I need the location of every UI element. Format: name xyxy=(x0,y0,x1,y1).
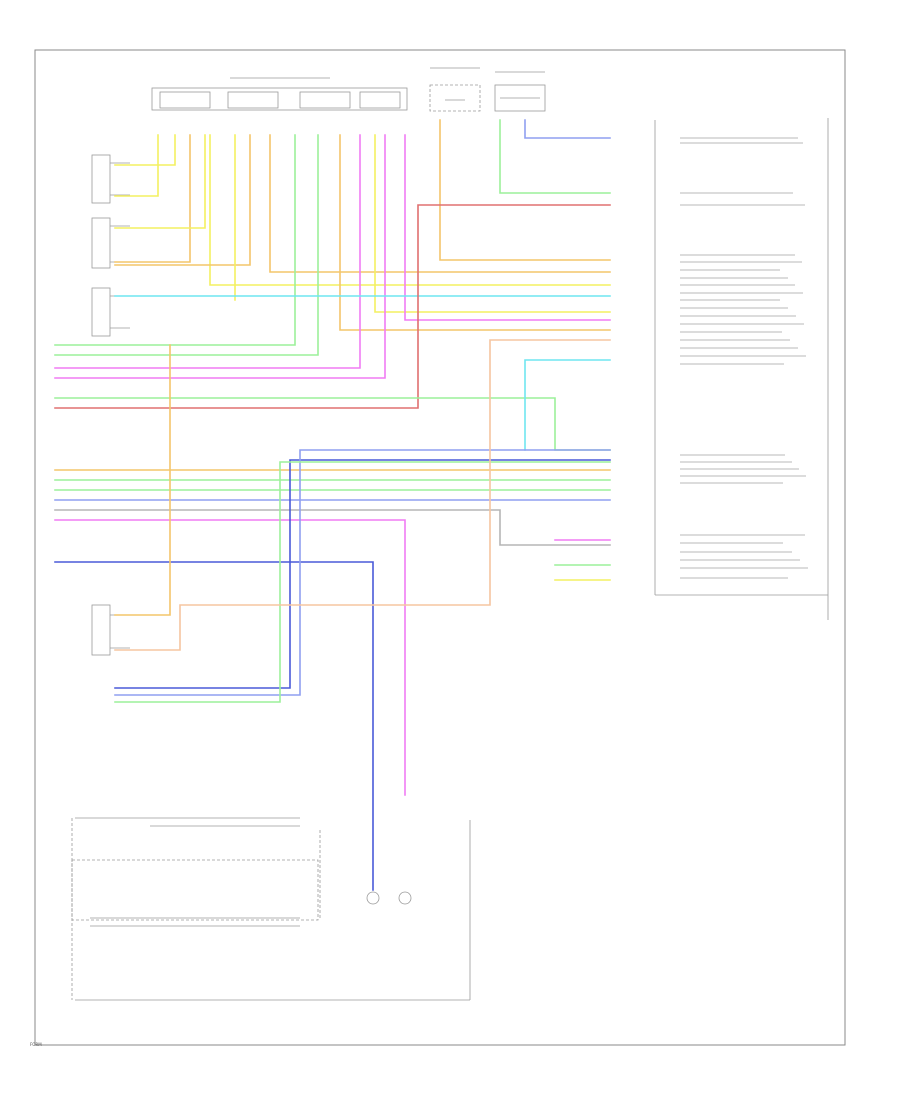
wire-pink-c xyxy=(404,134,611,321)
wire-orange-d xyxy=(339,134,611,331)
wire-yellow-c xyxy=(114,134,206,229)
wire-yellow-f xyxy=(374,134,611,313)
wire-pink-a xyxy=(54,134,361,369)
wire-green-a xyxy=(54,134,296,346)
wire-red xyxy=(54,204,611,409)
wire-yellow-d xyxy=(209,134,611,286)
right-rear-speaker xyxy=(91,604,130,656)
wire-blue-top xyxy=(524,119,611,139)
wire-blue-b xyxy=(114,449,611,696)
right-harness-connector xyxy=(654,118,829,620)
wire-darkblue-b xyxy=(114,459,611,689)
wire-green-c xyxy=(499,119,611,194)
steering-wheel-controls xyxy=(71,817,471,1001)
amplifier-connector xyxy=(151,77,408,111)
left-front-speaker xyxy=(91,154,130,204)
wire-orange-g xyxy=(114,344,171,616)
left-door-speaker xyxy=(91,217,130,269)
wire-yellow-a xyxy=(114,134,159,197)
wire-orange-e xyxy=(439,119,611,261)
wire-lightorange xyxy=(114,339,611,651)
wire-green-g xyxy=(114,461,611,703)
wire-green-b xyxy=(54,134,319,356)
right-label-column xyxy=(680,137,808,579)
wire-gray xyxy=(54,509,611,546)
wire-pink-b xyxy=(54,134,386,379)
wire-orange-b xyxy=(114,134,251,266)
wire-darkblue xyxy=(54,561,374,891)
wire-orange-a xyxy=(114,134,191,263)
wire-green-d xyxy=(54,397,611,451)
footer-code: FORM xyxy=(30,1042,42,1047)
wire-bundle xyxy=(54,119,611,891)
diagram-frame xyxy=(34,49,846,1046)
wire-orange-c xyxy=(269,134,611,273)
wire-cyan-b xyxy=(524,359,611,451)
auxiliary-module xyxy=(429,67,481,112)
audio-module xyxy=(494,71,546,112)
wire-pink-d xyxy=(54,519,406,796)
wire-yellow-b xyxy=(114,134,176,166)
